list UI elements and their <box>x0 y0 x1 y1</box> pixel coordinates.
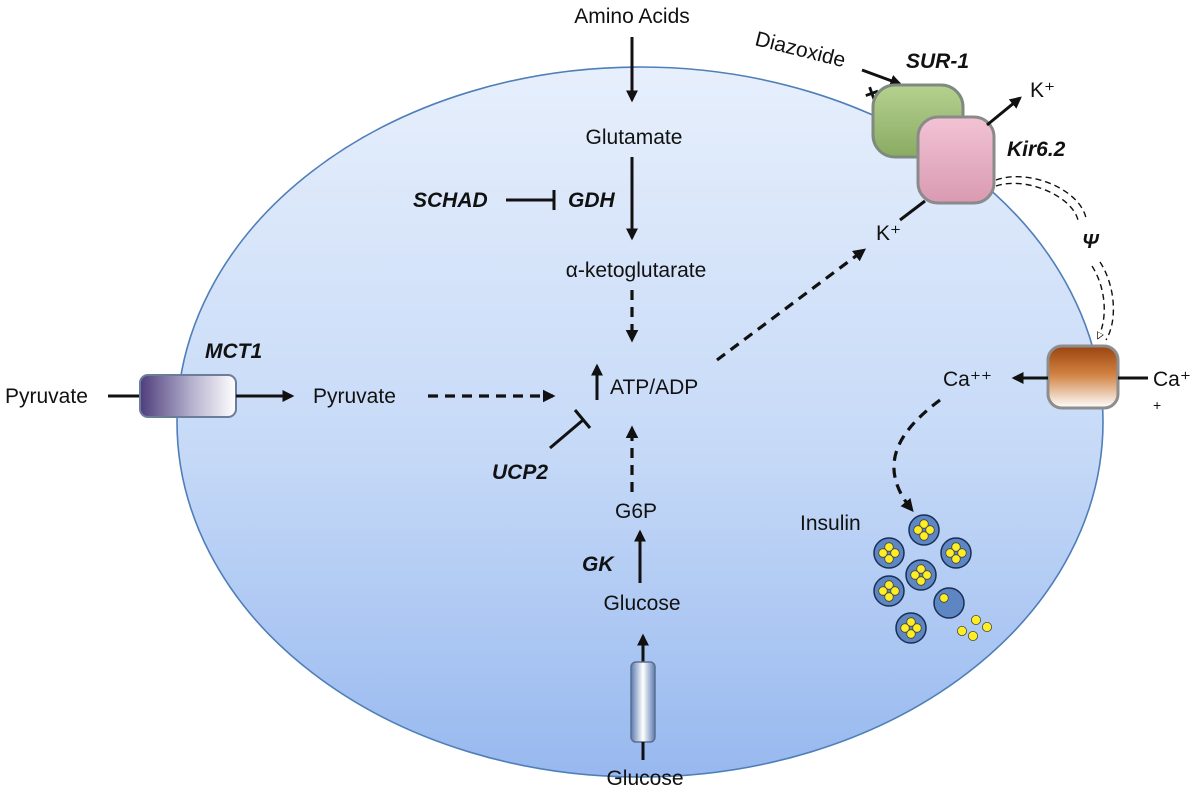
insulin-dot <box>884 592 894 602</box>
diazoxide-arrow <box>861 68 903 87</box>
insulin-dot <box>878 548 888 558</box>
mct1-label: MCT1 <box>205 340 262 363</box>
ucp2-label: UCP2 <box>492 461 548 484</box>
insulin-dot <box>890 586 900 596</box>
insulin-granule <box>873 537 905 569</box>
insulin-dot <box>957 548 967 558</box>
insulin-dot <box>951 554 961 564</box>
k-efflux-arrow <box>986 96 1022 127</box>
psi-label: Ψ <box>1082 231 1100 253</box>
sur1-label: SUR-1 <box>906 50 969 73</box>
insulin-dot <box>912 623 922 633</box>
insulin-granule <box>940 537 972 569</box>
insulin-granule <box>905 559 937 591</box>
released-insulin-dot <box>982 622 993 633</box>
insulin-dot <box>884 580 894 590</box>
insulin-dot <box>916 576 926 586</box>
ca-outside-label-plus: + <box>1153 397 1161 413</box>
k-to-channel-line <box>899 199 926 222</box>
akg-label: α-ketoglutarate <box>566 259 707 282</box>
atp-to-k-arrow <box>716 248 867 362</box>
insulin-label: Insulin <box>800 512 861 535</box>
insulin-dot <box>916 564 926 574</box>
ucp2-inhibition-line <box>549 418 584 450</box>
insulin-granules <box>873 514 993 644</box>
fusing-granule <box>933 587 965 619</box>
insulin-dot <box>906 617 916 627</box>
insulin-granule <box>895 612 927 644</box>
released-insulin-dot <box>968 631 979 642</box>
glucose-outside-label: Glucose <box>606 767 683 790</box>
depolarization-curve-lower-outer <box>1099 261 1115 341</box>
k-outside-label: K⁺ <box>1030 79 1055 102</box>
atp-adp-label: ATP/ADP <box>610 376 698 399</box>
mct1-transporter <box>139 374 237 418</box>
pyruvate-outside-label: Pyruvate <box>5 385 88 408</box>
insulin-dot <box>919 519 929 529</box>
gdh-label: GDH <box>568 189 616 212</box>
insulin-dot <box>884 542 894 552</box>
depolarization-curve-inner <box>995 182 1079 221</box>
calcium-channel <box>1046 344 1120 410</box>
insulin-dot <box>925 525 935 535</box>
kir62-label: Kir6.2 <box>1007 138 1066 161</box>
insulin-dot <box>939 593 949 603</box>
insulin-dot <box>922 570 932 580</box>
released-insulin-dot <box>957 626 968 637</box>
insulin-dot <box>906 629 916 639</box>
glucose-transporter <box>630 661 656 743</box>
insulin-granule <box>908 514 940 546</box>
insulin-granule <box>873 575 905 607</box>
gk-label: GK <box>582 553 615 576</box>
depolarization-curve-outer <box>995 175 1087 219</box>
ca-outside-label: Ca⁺ <box>1153 368 1191 391</box>
insulin-dot <box>878 586 888 596</box>
released-insulin-dot <box>971 615 982 626</box>
pyruvate-inside-label: Pyruvate <box>313 385 396 408</box>
amino-acids-label: Amino Acids <box>574 5 690 28</box>
schad-label: SCHAD <box>413 189 488 212</box>
cell-membrane <box>176 66 1104 778</box>
k-inside-label: K⁺ <box>876 222 901 245</box>
insulin-dot <box>884 554 894 564</box>
ucp2-inhibition-bar <box>573 409 592 429</box>
depolarization-curve-lower-inner <box>1091 265 1105 338</box>
insulin-dot <box>890 548 900 558</box>
insulin-dot <box>951 542 961 552</box>
glucose-inside-label: Glucose <box>603 592 680 615</box>
kir62-channel <box>916 115 996 205</box>
insulin-dot <box>945 548 955 558</box>
insulin-dot <box>919 531 929 541</box>
insulin-dot <box>913 525 923 535</box>
ca-inside-label: Ca⁺⁺ <box>943 368 992 391</box>
glutamate-label: Glutamate <box>586 126 683 149</box>
insulin-dot <box>910 570 920 580</box>
insulin-dot <box>900 623 910 633</box>
diazoxide-label: Diazoxide <box>753 28 848 73</box>
g6p-label: G6P <box>615 500 657 523</box>
